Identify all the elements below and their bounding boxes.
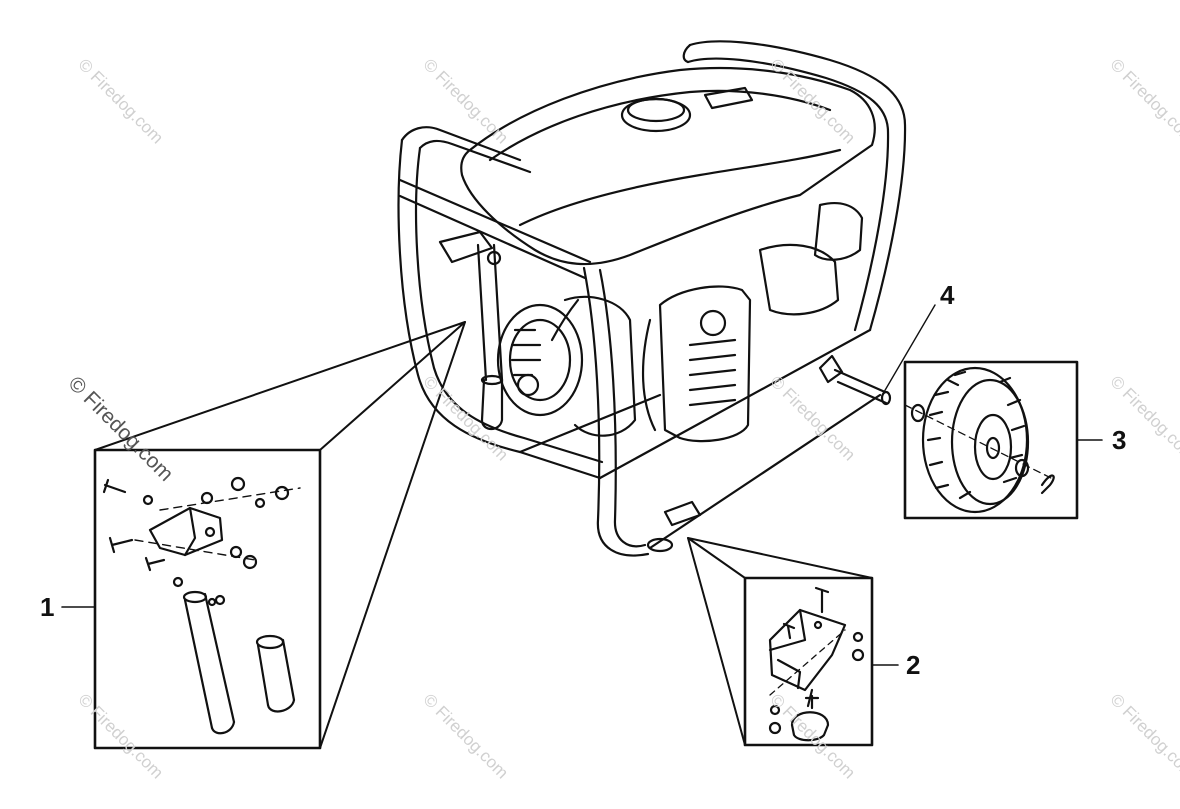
callout-3: 3 — [1112, 425, 1127, 455]
inset-3-wheel-kit — [903, 360, 1079, 520]
engine — [641, 201, 864, 443]
handle-installed — [438, 230, 504, 431]
fuel-tank — [460, 66, 876, 266]
callout-4: 4 — [940, 280, 955, 310]
axle — [833, 304, 936, 406]
inset-2-foot-kit — [687, 537, 874, 747]
foot-installed — [646, 354, 844, 553]
alternator — [496, 295, 637, 437]
callout-2: 2 — [906, 650, 921, 680]
callout-1: 1 — [40, 592, 55, 622]
inset-1-handle-kit — [93, 321, 466, 750]
leader-lines — [61, 439, 1103, 666]
